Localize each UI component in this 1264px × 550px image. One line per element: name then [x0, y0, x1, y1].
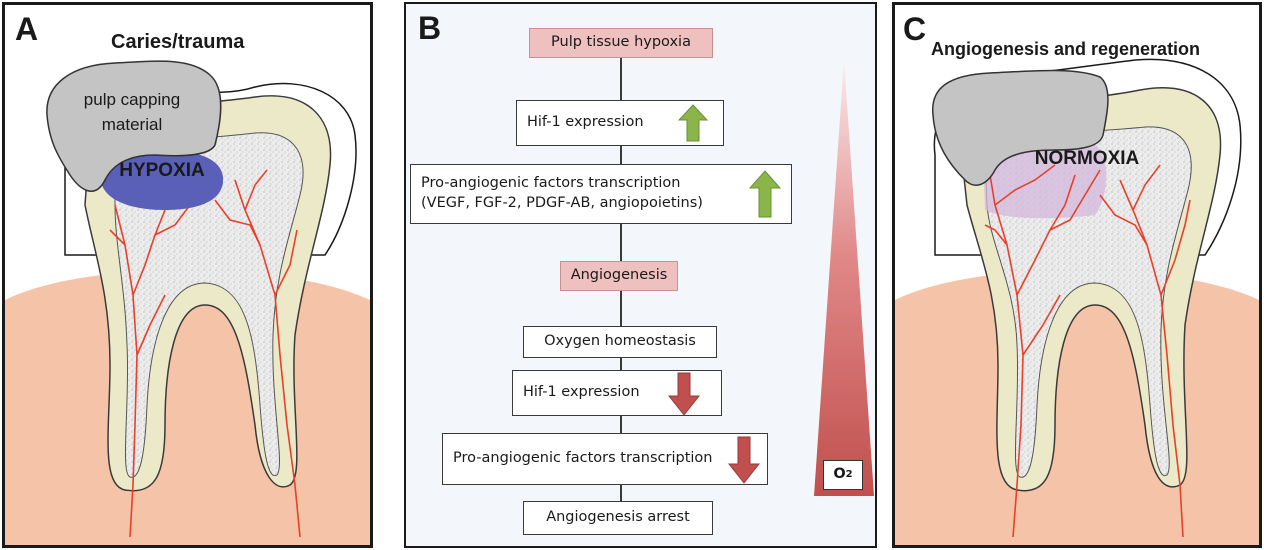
capping-label-line2: material [102, 115, 162, 134]
step-label: Pulp tissue hypoxia [551, 34, 691, 51]
blood-vessels [984, 164, 1191, 538]
panel-title-a: Caries/trauma [111, 31, 245, 53]
step-angiogenesis: Angiogenesis [560, 261, 678, 291]
step-label: Hif-1 expression [527, 114, 644, 131]
panel-letter-a: A [15, 11, 39, 47]
step-proangiogenic-transcription-down: Pro-angiogenic factors transcription [442, 433, 768, 485]
step-label: Hif-1 expression [523, 384, 640, 401]
normoxia-label: NORMOXIA [1035, 148, 1140, 169]
hypoxia-area [100, 150, 224, 210]
step-label: Angiogenesis [570, 267, 668, 284]
step-label: Oxygen homeostasis [544, 333, 696, 350]
step-angiogenesis-arrest: Angiogenesis arrest [523, 501, 713, 535]
step-proangiogenic-transcription-up: Pro-angiogenic factors transcription (VE… [410, 164, 792, 224]
pulp-capping-material [46, 60, 222, 192]
panel-letter-c: C [903, 11, 927, 47]
down-arrow-icon [668, 372, 700, 416]
tooth-illustration-a: pulp capping material HYPOXIA [5, 60, 370, 545]
o2-label-subscript: 2 [845, 469, 853, 481]
normoxia-area [983, 144, 1107, 219]
panel-title-c: Angiogenesis and regeneration [931, 39, 1201, 59]
tooth-illustration-c: NORMOXIA [895, 58, 1259, 545]
step-label-line1: Pro-angiogenic factors transcription [421, 175, 681, 192]
step-pulp-tissue-hypoxia: Pulp tissue hypoxia [529, 28, 713, 58]
capping-label-line1: pulp capping [84, 90, 180, 109]
panel-b: B Pulp tissue hypoxia Hif-1 expression P… [404, 2, 877, 548]
up-arrow-icon [678, 104, 708, 142]
down-arrow-icon [728, 436, 760, 484]
o2-label-text: O [833, 466, 846, 483]
panel-a: pulp capping material HYPOXIA A Caries/t… [2, 2, 373, 548]
panel-letter-b: B [418, 10, 442, 46]
step-label: Angiogenesis arrest [546, 509, 690, 526]
step-label-line2: (VEGF, FGF-2, PDGF-AB, angiopoietins) [421, 195, 703, 211]
oxygen-gradient-wedge [814, 60, 874, 496]
step-label: Pro-angiogenic factors transcription [453, 450, 713, 467]
hypoxia-label: HYPOXIA [119, 160, 205, 181]
panel-c: NORMOXIA C Angiogenesis and regeneration [892, 2, 1262, 548]
up-arrow-icon [749, 170, 781, 218]
step-oxygen-homeostasis: Oxygen homeostasis [523, 326, 717, 358]
pulp-capping-material [932, 69, 1109, 186]
